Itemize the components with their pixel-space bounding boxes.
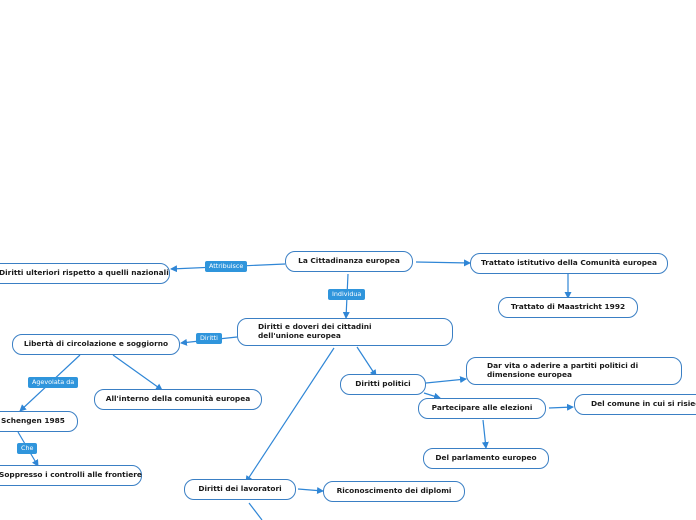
link-lavoratori-down (248, 502, 263, 520)
link-doveri-politici (356, 346, 377, 377)
label-diritti: Diritti (196, 333, 222, 344)
label-che: Che (17, 443, 38, 454)
node-schengen[interactable]: Schengen 1985 (0, 411, 78, 432)
node-soppresso[interactable]: Soppresso i controlli alle frontiere (0, 465, 142, 486)
link-politici-partiti (425, 376, 467, 384)
node-trattato[interactable]: Trattato istitutivo della Comunità europ… (470, 253, 668, 274)
node-interno[interactable]: All'interno della comunità europea (94, 389, 262, 410)
node-diritti-ulteriori[interactable]: Diritti ulteriori rispetto a quelli nazi… (0, 263, 170, 284)
label-attribuisce: Attribuisce (205, 261, 248, 272)
label-agevolata-da: Agevolata da (28, 377, 79, 388)
node-lavoratori[interactable]: Diritti dei lavoratori (184, 479, 296, 500)
node-maastricht[interactable]: Trattato di Maastricht 1992 (498, 297, 638, 318)
node-parlamento[interactable]: Del parlamento europeo (423, 448, 549, 469)
link-root-trattato (415, 259, 471, 267)
link-lavoratori-diplomi (297, 487, 324, 495)
node-elezioni[interactable]: Partecipare alle elezioni (418, 398, 546, 419)
node-root[interactable]: La Cittadinanza europea (285, 251, 413, 272)
node-liberta[interactable]: Libertà di circolazione e soggiorno (12, 334, 180, 355)
link-elezioni-parlamento (481, 419, 489, 449)
node-diritti-doveri[interactable]: Diritti e doveri dei cittadini dell'unio… (237, 318, 453, 346)
link-politici-elezioni (423, 392, 441, 400)
link-elezioni-comune (548, 403, 574, 411)
node-partiti[interactable]: Dar vita o aderire a partiti politici di… (466, 357, 682, 385)
node-comune[interactable]: Del comune in cui si risiede (574, 394, 696, 415)
node-diplomi[interactable]: Riconoscimento dei diplomi (323, 481, 465, 502)
label-individua: Individua (328, 289, 366, 300)
node-diritti-politici[interactable]: Diritti politici (340, 374, 426, 395)
link-liberta-interno (112, 354, 163, 391)
link-doveri-lavoratori (245, 347, 335, 483)
